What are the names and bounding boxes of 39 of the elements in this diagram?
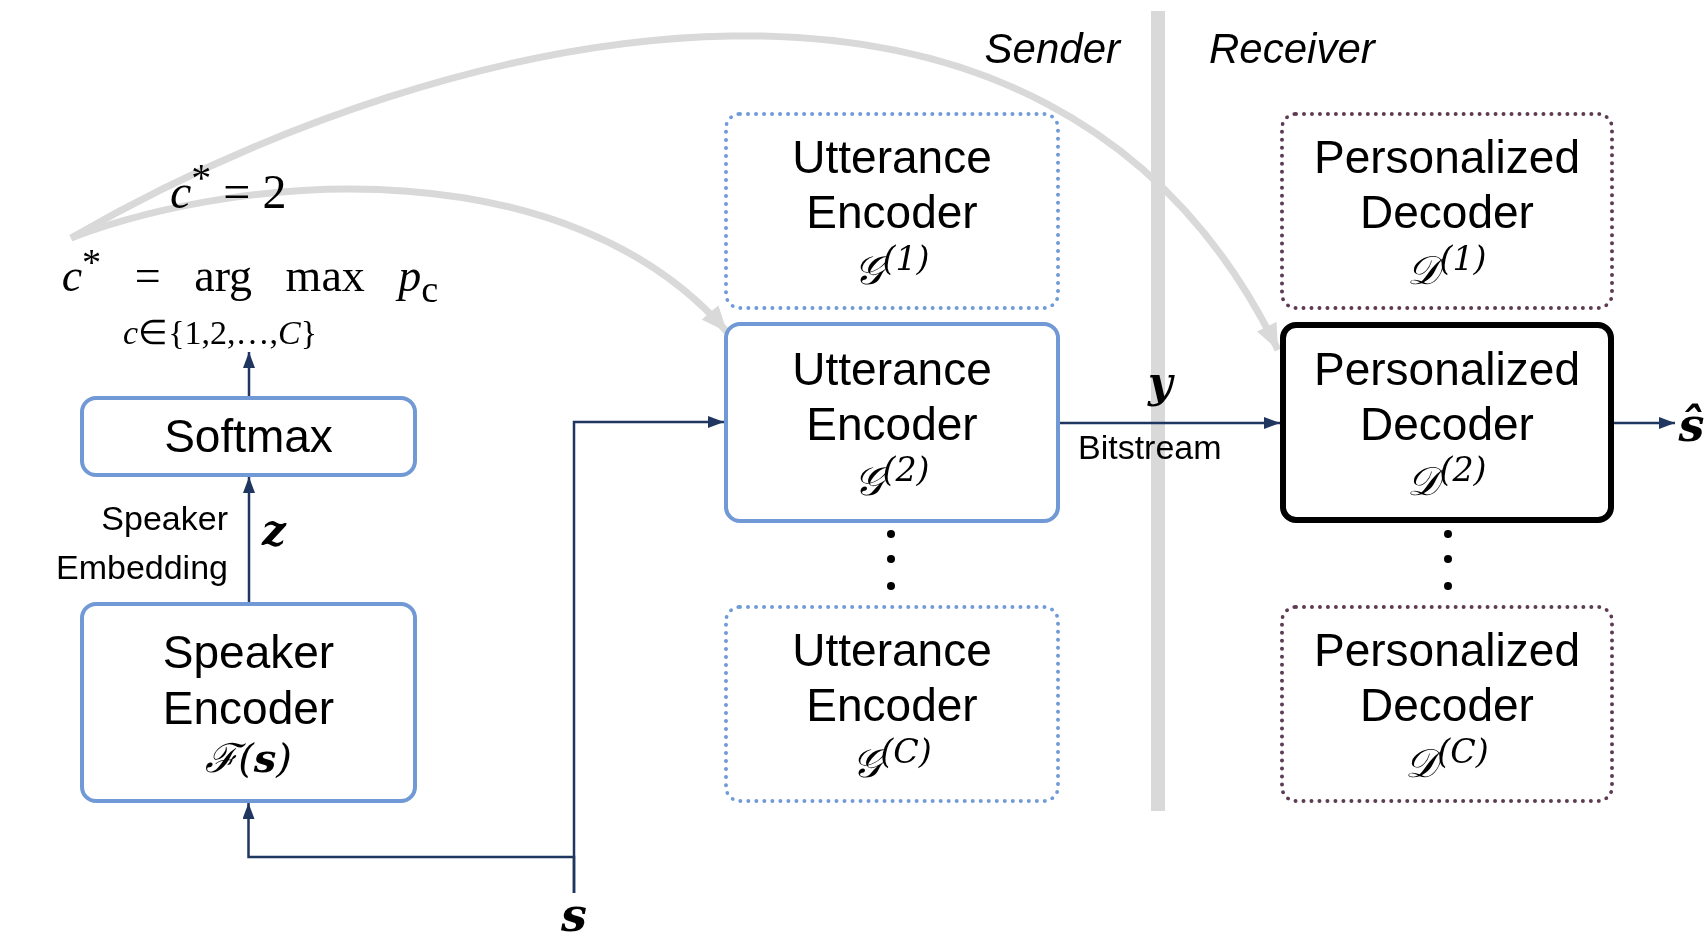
encoder-box <box>80 396 417 477</box>
box-title: Utterance Encoder <box>791 130 993 241</box>
variable-text: s <box>561 889 587 940</box>
math-symbol: 𝒢$^{(1)}$ <box>854 240 930 292</box>
arrow <box>1614 417 1675 429</box>
encoder-box <box>724 605 1060 803</box>
math-symbol: ℱ(s) <box>205 735 292 780</box>
arrow <box>243 352 255 396</box>
box-title: Personalized Decoder <box>1313 130 1581 241</box>
arrow <box>1060 417 1280 429</box>
curved-arrow <box>69 32 1281 352</box>
math-symbol: 𝒟$^{(1)}$ <box>1407 240 1487 292</box>
arrow <box>572 416 724 893</box>
annotation-text: Speaker Embedding <box>55 498 228 589</box>
decoder-box <box>1280 112 1614 310</box>
math-symbol: 𝒢$^{(2)}$ <box>854 452 930 504</box>
edge-label: z <box>262 510 286 552</box>
annotation-text: Bitstream <box>1078 428 1222 467</box>
math-symbol: 𝒟$^{(2)}$ <box>1407 452 1487 504</box>
subscript-text: c∈{1,2,…,C} <box>123 312 317 352</box>
side-label: Receiver <box>1209 25 1375 73</box>
box-title: Utterance Encoder <box>791 623 993 734</box>
box-title: Utterance Encoder <box>791 341 993 452</box>
encoder-box <box>724 112 1060 310</box>
encoder-box <box>724 322 1060 523</box>
decoder-box <box>1280 605 1614 803</box>
math-symbol: 𝒢$^{(C)}$ <box>852 733 932 785</box>
encoder-box <box>80 602 417 803</box>
variable-text: ŝ <box>1678 399 1705 451</box>
box-title: Personalized Decoder <box>1313 623 1581 734</box>
decoder-box <box>1280 322 1614 523</box>
box-title: Speaker Encoder <box>161 625 336 736</box>
box-title: Softmax <box>164 408 333 464</box>
arrow <box>243 477 255 602</box>
edge-label: c$^{*}$ = 2 <box>170 158 287 216</box>
formula-text: c$^{*}$ = arg max p$_{c}$ <box>61 240 439 311</box>
math-symbol: 𝒟$^{(C)}$ <box>1405 733 1489 785</box>
side-label: Sender <box>983 25 1120 73</box>
box-title: Personalized Decoder <box>1313 341 1581 452</box>
